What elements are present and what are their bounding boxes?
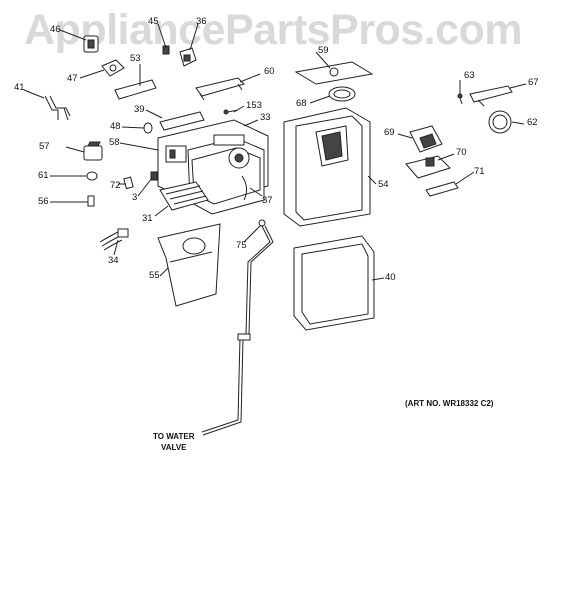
- part-39-drawing: [159, 111, 205, 131]
- callout-46: 46: [50, 24, 61, 35]
- part-72-drawing: [123, 176, 134, 190]
- part-61-drawing: [86, 171, 98, 181]
- part-53-drawing: [114, 79, 157, 100]
- callout-48: 48: [110, 121, 121, 132]
- callout-59: 59: [318, 45, 329, 56]
- callout-68: 68: [296, 98, 307, 109]
- callout-33: 33: [260, 112, 271, 123]
- part-59-drawing: [294, 61, 374, 85]
- callout-62: 62: [527, 117, 538, 128]
- callout-69: 69: [384, 127, 395, 138]
- callout-61: 61: [38, 170, 49, 181]
- part-56-drawing: [87, 195, 95, 207]
- callout-75: 75: [236, 240, 247, 251]
- part-47-drawing: [101, 59, 125, 77]
- callout-57: 57: [39, 141, 50, 152]
- part-40-drawing: [293, 235, 375, 331]
- dispenser-assembly-drawing: [157, 119, 269, 215]
- callout-71: 71: [474, 166, 485, 177]
- part-48-drawing: [143, 122, 153, 134]
- art-number: (ART NO. WR18332 C2): [405, 399, 494, 408]
- watermark: AppliancePartsPros.com: [24, 6, 523, 54]
- part-75-drawing: [201, 219, 274, 436]
- callout-53: 53: [130, 53, 141, 64]
- callout-47: 47: [67, 73, 78, 84]
- part-45-drawing: [162, 45, 170, 55]
- part-69-70-drawing: [405, 125, 451, 179]
- callout-67: 67: [528, 77, 539, 88]
- part-62-drawing: [488, 110, 512, 134]
- callout-72: 72: [110, 180, 121, 191]
- callout-55: 55: [149, 270, 160, 281]
- part-55-drawing: [157, 223, 221, 307]
- part-68-drawing: [328, 86, 356, 102]
- part-57-drawing: [83, 141, 103, 161]
- callout-153: 153: [246, 100, 262, 111]
- part-63-drawing: [457, 93, 463, 105]
- callout-40: 40: [385, 272, 396, 283]
- callout-54: 54: [378, 179, 389, 190]
- part-41-drawing: [44, 95, 71, 121]
- callout-45: 45: [148, 16, 159, 27]
- callout-60: 60: [264, 66, 275, 77]
- callout-70: 70: [456, 147, 467, 158]
- callout-31: 31: [142, 213, 153, 224]
- water-valve-label-line2: VALVE: [161, 443, 187, 452]
- part-3-drawing: [150, 171, 158, 181]
- part-67-drawing: [469, 85, 513, 107]
- callout-41: 41: [14, 82, 25, 93]
- water-valve-label-line1: TO WATER: [153, 432, 195, 441]
- part-34-drawing: [99, 228, 129, 251]
- part-36-drawing: [179, 47, 197, 67]
- part-71-drawing: [425, 181, 459, 197]
- callout-63: 63: [464, 70, 475, 81]
- leader-lines: [23, 23, 527, 281]
- callout-3: 3: [132, 192, 138, 203]
- callout-58: 58: [109, 137, 120, 148]
- callout-37: 37: [262, 195, 273, 206]
- callout-34: 34: [108, 255, 119, 266]
- callout-56: 56: [38, 196, 49, 207]
- callout-36: 36: [196, 16, 207, 27]
- part-60-drawing: [195, 77, 245, 101]
- callout-39: 39: [134, 104, 145, 115]
- part-54-drawing: [283, 107, 371, 227]
- part-46-drawing: [83, 35, 99, 53]
